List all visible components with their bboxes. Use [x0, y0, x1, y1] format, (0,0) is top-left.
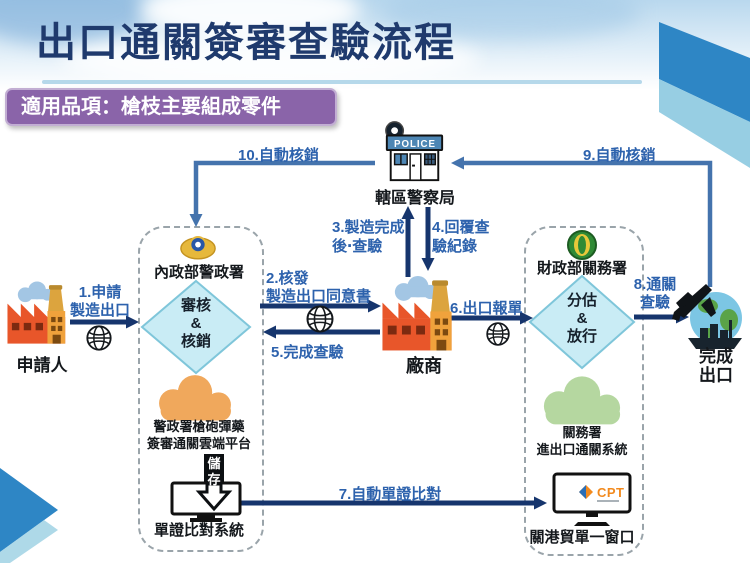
doc-compare-system-label: 單證比對系統 [153, 522, 244, 539]
flow-7-label: 7.自動單證比對 [338, 486, 442, 503]
arrow-10-auto-writeoff [189, 160, 375, 227]
flow-1-line2: 製造出口 [69, 302, 130, 319]
cpt-logo-icon [579, 485, 593, 499]
export-complete-label: 完成 出口 [688, 347, 744, 385]
npa-label: 內政部警政署 [153, 264, 244, 281]
flow-4-label: 4.回覆查 驗紀錄 [432, 218, 490, 256]
flow-10-label: 10.自動核銷 [238, 147, 319, 164]
flow-8-label: 8.通關 查驗 [626, 276, 684, 312]
flow-8-line1: 8.通關 [633, 276, 677, 293]
npa-cloud-icon [159, 375, 231, 421]
ship-icon [688, 320, 742, 349]
customs-cloud-line2: 進出口通關系統 [536, 442, 628, 457]
customs-cloud-line1: 關務署 [562, 425, 602, 440]
police-station-icon: POLICE [385, 121, 444, 182]
ribbon-bottom-left [0, 468, 58, 563]
edi-globe-icon [86, 325, 112, 351]
flow-2-line2: 製造出口同意書 [266, 288, 372, 305]
npa-diamond-line2: & [190, 315, 202, 332]
customs-diamond [528, 274, 636, 370]
flow-9-label: 9.自動核銷 [583, 147, 656, 164]
flow-2-label: 2.核發 製造出口同意書 [266, 270, 371, 306]
npa-diamond-line3: 核銷 [180, 333, 211, 350]
page-title: 出口通關簽審查驗流程 [36, 21, 456, 65]
npa-emblem-icon [180, 236, 216, 260]
export-complete-line2: 出口 [699, 366, 733, 385]
customs-emblem-icon [567, 230, 597, 260]
police-sign-text: POLICE [394, 139, 436, 150]
flow-4-line2: 驗紀錄 [432, 238, 478, 255]
npa-group-box [138, 226, 264, 552]
npa-cloud-line1: 警政署槍砲彈藥 [153, 419, 245, 434]
customs-diamond-line2: & [576, 310, 588, 327]
export-complete-line1: 完成 [699, 347, 733, 366]
arrow-9-auto-writeoff [451, 156, 713, 287]
cpt-monitor-icon: CPT [552, 472, 632, 526]
flow-6-label: 6.出口報單 [450, 300, 523, 317]
flow-5-label: 5.完成查驗 [271, 344, 344, 361]
flow-2-line1: 2.核發 [266, 270, 309, 287]
customs-diamond-line3: 放行 [566, 328, 597, 345]
flow-3-line1: 3.製造完成 [332, 219, 405, 236]
flow-1-label: 1.申請 製造出口 [66, 284, 134, 320]
customs-label: 財政部關務署 [536, 260, 627, 277]
customs-cloud-icon [543, 376, 621, 425]
edi-globe-icon [486, 322, 510, 346]
npa-diamond-line1: 審核 [180, 297, 211, 314]
npa-cloud-line2: 簽審通關雲端平台 [146, 435, 251, 451]
customs-diamond-text: 分估 & 放行 [528, 292, 636, 346]
cpt-logo-text: CPT [597, 485, 625, 500]
npa-diamond-text: 審核 & 核銷 [140, 297, 252, 351]
flow-1-line1: 1.申請 [78, 284, 122, 301]
customs-group-box [524, 226, 644, 556]
sky-cloud-blob [60, 35, 480, 85]
customs-diamond-line1: 分估 [566, 292, 597, 309]
npa-diamond [140, 279, 252, 375]
flow-3-label: 3.製造完成 後‧查驗 [332, 218, 405, 256]
flow-8-line2: 查驗 [639, 294, 670, 311]
flow-3-line2: 後‧查驗 [332, 238, 383, 255]
police-label: 轄區警察局 [374, 190, 455, 207]
ribbon-top-right [659, 22, 750, 168]
npa-cloud-label: 警政署槍砲彈藥 簽審通關雲端平台 [136, 419, 262, 452]
single-window-label: 關港貿單一窗口 [529, 529, 635, 546]
applicant-label: 申請人 [16, 356, 68, 375]
flow-4-line1: 4.回覆查 [432, 219, 490, 236]
store-text: 儲存 [207, 456, 221, 487]
customs-cloud-label: 關務署 進出口通關系統 [524, 424, 640, 458]
edi-globe-icon [306, 305, 334, 333]
export-complete-icon [672, 284, 742, 349]
scope-badge: 適用品項：槍枝主要組成零件 [5, 88, 337, 126]
title-underline [42, 80, 642, 84]
manufacturer-label: 廠商 [406, 356, 442, 376]
